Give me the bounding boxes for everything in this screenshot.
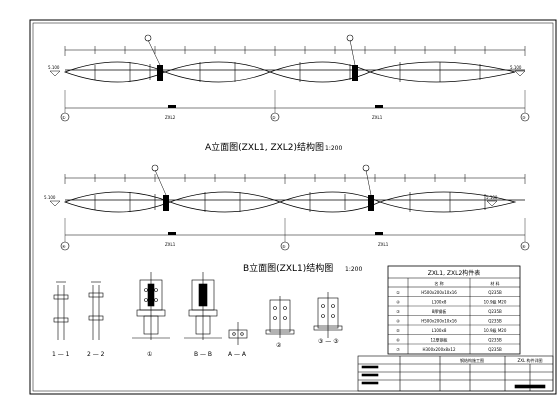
table-row: ④ bbox=[396, 319, 400, 324]
section-labels: 1 — 1 2 — 2 ① B — B A — A ② ③ — ③ bbox=[52, 338, 339, 358]
material-table-header-name: 名 称 bbox=[434, 280, 443, 286]
table-row: ⑥ bbox=[396, 338, 400, 343]
elevation-b-span-right: ZXL1 bbox=[378, 242, 389, 247]
elevation-a-axis-1: ① bbox=[62, 115, 66, 120]
title-block-project: 钢结构施工图 bbox=[460, 357, 484, 363]
table-cell: H300x200x8x12 bbox=[422, 347, 455, 352]
elevation-b-axis-1: ④ bbox=[62, 244, 66, 249]
elevation-b-elev-right: 5.100 bbox=[486, 195, 498, 200]
elevation-a-title: A立面图(ZXL1, ZXL2)结构图 bbox=[205, 141, 324, 153]
material-table-title: ZXL1, ZXL2构件表 bbox=[428, 269, 481, 277]
table-row: ⑤ bbox=[396, 328, 400, 333]
table-row: ② bbox=[396, 300, 400, 305]
elevation-a bbox=[49, 34, 530, 122]
table-cell: Q235B bbox=[488, 319, 502, 324]
table-row: ③ bbox=[396, 309, 400, 314]
elevation-a-elev-left: 5.100 bbox=[48, 65, 60, 70]
table-cell: 10.9级 M20 bbox=[484, 327, 507, 333]
section-a-a-label: A — A bbox=[228, 351, 247, 358]
sheet-inner-border bbox=[32, 22, 554, 392]
elevation-a-axis-2: ② bbox=[272, 115, 276, 120]
table-row: ① bbox=[396, 290, 400, 295]
table-row: ⑦ bbox=[396, 347, 400, 352]
elevation-b-scale: 1:200 bbox=[345, 266, 362, 273]
table-cell: L100x8 bbox=[432, 300, 447, 305]
table-cell: Q235B bbox=[488, 347, 502, 352]
table-cell: 12厚钢板 bbox=[430, 337, 447, 343]
elevation-b-title: B立面图(ZXL1)结构图 bbox=[243, 262, 333, 274]
material-table-text: ZXL1, ZXL2构件表 名 称 材 料 ① H500x200x10x16 Q… bbox=[396, 269, 507, 352]
material-table bbox=[387, 265, 521, 355]
section-2-2-label: 2 — 2 bbox=[87, 351, 105, 358]
elevation-a-span-right: ZXL1 bbox=[372, 115, 383, 120]
table-cell: 8厚钢板 bbox=[432, 308, 447, 314]
elevation-a-elev-right: 5.100 bbox=[510, 65, 522, 70]
detail-3-label: ③ — ③ bbox=[318, 338, 339, 345]
material-table-header-material: 材 料 bbox=[490, 280, 499, 286]
table-cell: 10.9级 M20 bbox=[484, 299, 507, 305]
section-details bbox=[53, 272, 343, 345]
elevation-a-labels: A立面图(ZXL1, ZXL2)结构图 1:200 ZXL2 ZXL1 ① ② … bbox=[48, 65, 526, 153]
section-b-b-label: B — B bbox=[194, 351, 212, 358]
elevation-b-axis-2: ⑤ bbox=[282, 244, 286, 249]
elevation-b-labels: B立面图(ZXL1)结构图 1:200 ZXL1 ZXL1 ④ ⑤ ⑥ 5.10… bbox=[44, 195, 526, 274]
elevation-b-span-left: ZXL1 bbox=[165, 242, 176, 247]
elevation-b bbox=[49, 164, 530, 251]
detail-2-label: ② bbox=[276, 342, 282, 349]
table-cell: Q235B bbox=[488, 309, 502, 314]
elevation-a-axis-3: ③ bbox=[522, 115, 526, 120]
detail-1-label: ① bbox=[147, 351, 152, 358]
table-cell: Q235B bbox=[488, 290, 502, 295]
title-block-text: 钢结构施工图 ZXL 构件详图 bbox=[460, 357, 542, 363]
title-block-drawing: ZXL 构件详图 bbox=[518, 357, 543, 363]
table-cell: H500x200x10x16 bbox=[421, 319, 457, 324]
table-cell: Q235B bbox=[488, 338, 502, 343]
sheet-border bbox=[29, 19, 557, 395]
elevation-b-elev-left: 5.100 bbox=[44, 195, 56, 200]
table-cell: H500x200x10x16 bbox=[421, 290, 457, 295]
elevation-a-scale: 1:200 bbox=[325, 145, 342, 152]
table-cell: L100x8 bbox=[432, 328, 447, 333]
title-block bbox=[357, 355, 554, 392]
elevation-a-span-left: ZXL2 bbox=[165, 115, 176, 120]
section-1-1-label: 1 — 1 bbox=[52, 351, 70, 358]
elevation-b-axis-3: ⑥ bbox=[522, 244, 526, 249]
